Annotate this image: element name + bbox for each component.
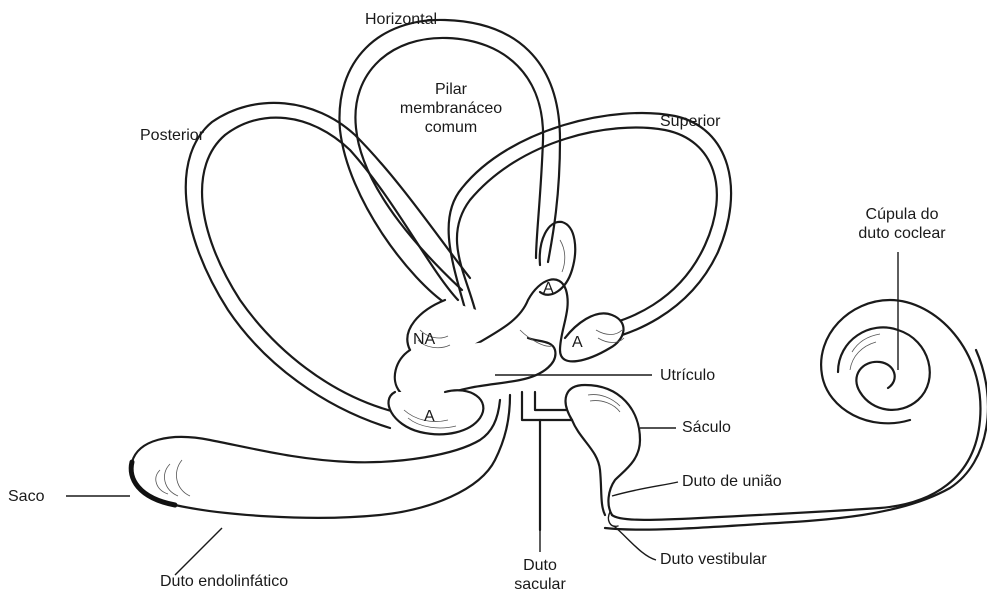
label-cupula-line2: duto coclear <box>842 224 962 243</box>
label-pilar-line2: membranáceo <box>386 99 516 118</box>
label-duto-sacular: Duto sacular <box>500 556 580 594</box>
label-posterior: Posterior <box>140 126 204 145</box>
label-duto-sacular-line1: Duto <box>500 556 580 575</box>
label-pilar: Pilar membranáceo comum <box>386 80 516 137</box>
label-utriculo: Utrículo <box>660 366 715 385</box>
label-na: NA <box>413 330 435 349</box>
label-cupula-line1: Cúpula do <box>842 205 962 224</box>
label-superior: Superior <box>660 112 720 131</box>
label-a-top: A <box>543 279 554 298</box>
label-cupula: Cúpula do duto coclear <box>842 205 962 243</box>
label-a-bottom: A <box>424 407 435 426</box>
horizontal-canal <box>339 20 560 305</box>
label-pilar-line1: Pilar <box>386 80 516 99</box>
label-duto-sacular-line2: sacular <box>500 575 580 594</box>
superior-canal <box>449 113 731 344</box>
label-duto-vestibular: Duto vestibular <box>660 550 767 569</box>
label-pilar-line3: comum <box>386 118 516 137</box>
label-horizontal: Horizontal <box>365 10 437 29</box>
label-saculo: Sáculo <box>682 418 731 437</box>
label-a-right: A <box>572 333 583 352</box>
label-saco: Saco <box>8 487 44 506</box>
label-duto-endolinfatico: Duto endolinfático <box>160 572 288 591</box>
label-duto-uniao: Duto de união <box>682 472 782 491</box>
